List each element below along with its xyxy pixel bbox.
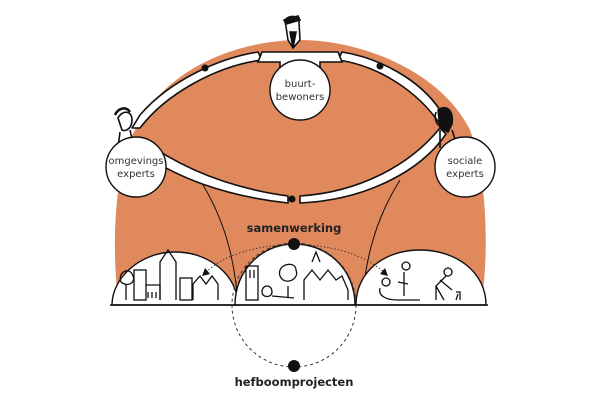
hefboom-scene — [245, 250, 349, 301]
arrowhead-right — [380, 268, 388, 276]
sociale-expert-figure — [434, 106, 459, 149]
hand-top-left — [201, 64, 209, 72]
circle-buurtbewoners — [269, 59, 331, 121]
orange-backdrop — [114, 40, 486, 300]
label-buurtbewoners-line1: buurt- — [284, 79, 316, 90]
label-samenwerking: samenwerking — [246, 221, 342, 235]
label-buurtbewoners-line2: bewoners — [275, 92, 325, 103]
dome-right — [355, 249, 487, 306]
hand-top-right — [376, 62, 384, 70]
stakeholder-circles — [105, 59, 496, 198]
town-scene — [119, 248, 219, 301]
hand-bottom — [288, 195, 296, 203]
label-omgevings-line2: experts — [117, 169, 155, 180]
arrowhead-left — [202, 268, 210, 276]
label-sociale-line1: sociale — [447, 156, 483, 167]
domes — [110, 243, 488, 306]
label-omgevings-line1: omgevings — [108, 156, 164, 167]
label-sociale-experts: sociale experts — [425, 155, 505, 181]
node-samenwerking — [288, 238, 300, 250]
circle-omgevings-experts — [105, 136, 167, 198]
label-hefboomprojecten: hefboomprojecten — [234, 375, 354, 389]
collaboration-lines — [202, 238, 388, 372]
label-omgevings-experts: omgevings experts — [96, 155, 176, 181]
label-sociale-line2: experts — [446, 169, 484, 180]
hands — [201, 62, 384, 203]
node-hefboomprojecten — [288, 360, 300, 372]
label-buurtbewoners: buurt- bewoners — [260, 78, 340, 104]
social-scene — [379, 261, 461, 301]
dotted-arc-right — [295, 243, 385, 273]
circle-sociale-experts — [434, 136, 496, 198]
